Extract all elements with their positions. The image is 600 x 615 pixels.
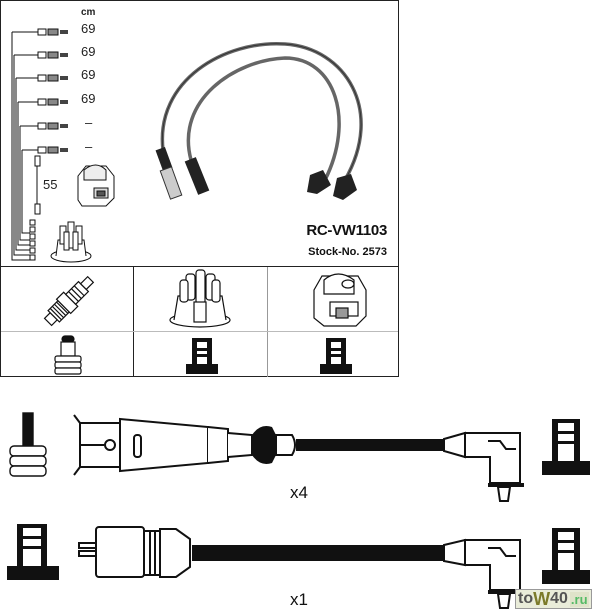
cable-length-diagram [11,28,68,261]
coil-tower-terminal-icon [542,419,590,475]
product-overview-panel [0,0,399,267]
distributor-terminal-icon [186,338,218,374]
length-unit-label: cm [81,7,96,18]
length-row-4: 69 [81,91,96,106]
grid-row-divider [1,331,398,332]
coil-lead-length: 55 [43,177,58,192]
distributor-cap-icon [50,221,92,263]
stock-number: Stock-No. 2573 [308,246,387,258]
spark-plug-lead-diagram [73,414,524,502]
watermark-w: W [533,588,551,609]
coil-lead-quantity: x1 [290,590,308,609]
distributor-terminal-icon [7,524,59,580]
coil-lead-diagram [78,526,524,609]
spark-plug-terminal-icon [54,335,82,375]
length-row-2: 69 [81,44,96,59]
watermark-prefix: to [518,590,534,607]
grid-divider-1 [133,267,134,377]
coil-tower-terminal-icon [542,528,590,584]
length-row-3: 69 [81,67,96,82]
watermark: to W 40 .ru [515,589,592,609]
spark-plug-lead-quantity: x4 [290,483,308,502]
ignition-coil-icon [77,164,115,207]
ignition-lead-set-photo [155,42,363,200]
length-row-6: – [85,139,93,154]
spark-plug-terminal-icon [9,412,47,477]
length-row-1: 69 [81,21,96,36]
length-row-5: – [85,115,93,130]
watermark-number: 40 [550,590,568,607]
distributor-cap-icon [169,269,231,328]
watermark-tld: .ru [569,591,589,607]
coil-terminal-icon [320,338,352,374]
spec-sheet-frame [0,0,399,377]
part-number: RC-VW1103 [306,222,387,239]
ignition-coil-icon [313,273,367,327]
grid-divider-2 [267,267,268,377]
spark-plug-icon [43,275,95,327]
